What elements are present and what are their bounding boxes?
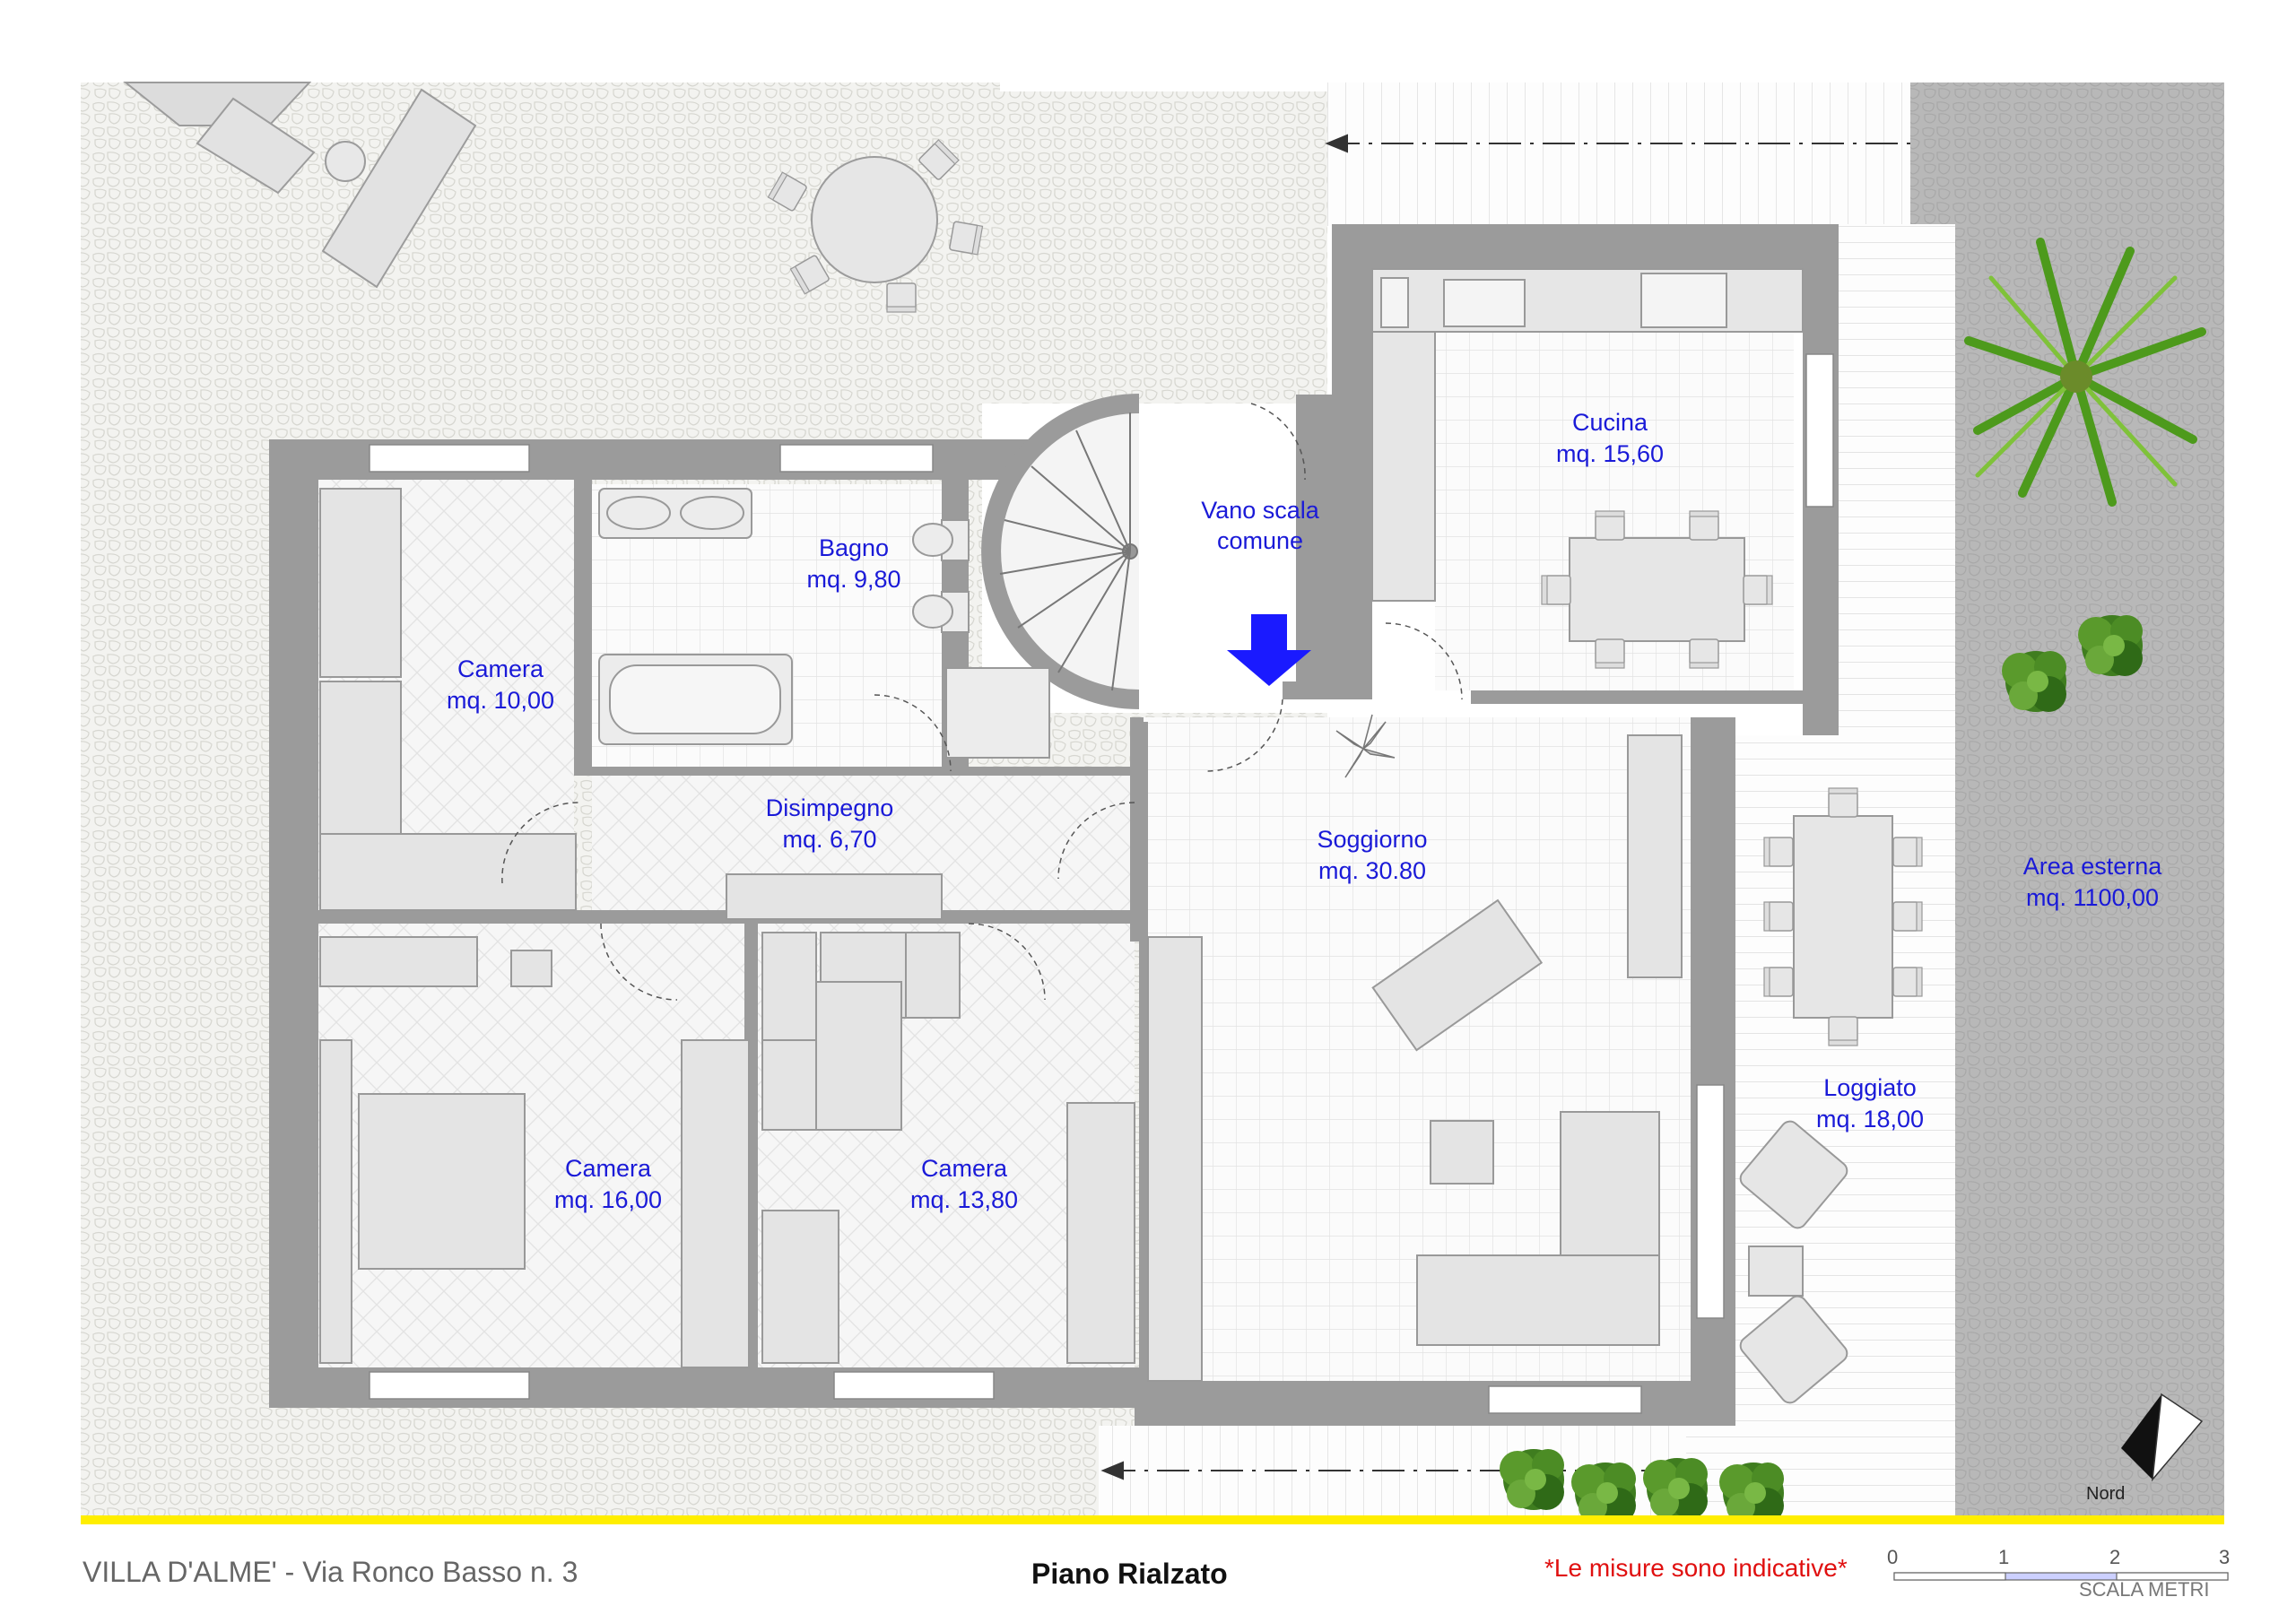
scale-bar [1893,1572,2229,1581]
address-text: VILLA D'ALME' - Via Ronco Basso n. 3 [83,1556,578,1588]
room-name-disimpegno: Disimpegno [766,794,894,821]
room-area-bagno: mq. 9,80 [806,566,900,593]
room-area-camera-2: mq. 16,00 [554,1186,662,1213]
disclaimer-note: *Le misure sono indicative* [1544,1554,1848,1582]
bedroom-furniture [319,488,1135,1368]
north-label: Nord [2086,1484,2125,1504]
scale-tick-2: 2 [2109,1546,2121,1568]
room-name-camera-2: Camera [565,1155,652,1182]
room-area-cucina: mq. 15,60 [1556,440,1664,467]
scale-tick-0: 0 [1887,1546,1899,1568]
bathroom-fixtures [598,488,1050,759]
scale-label: SCALA METRI [2079,1578,2210,1601]
windows [369,353,1834,1414]
room-area-camera-3: mq. 13,80 [910,1186,1018,1213]
room-labels: Cucina mq. 15,60 Bagno mq. 9,80 Vano sca… [447,409,2162,1213]
indoor-plant-icon [1335,714,1396,778]
room-name-soggiorno: Soggiorno [1317,826,1427,853]
top-steps [1327,82,1910,226]
north-arrow-icon: Nord [2086,1393,2204,1504]
floor-level-title: Piano Rialzato [1031,1558,1228,1590]
living-furniture [1147,734,1683,1382]
spiral-staircase [981,394,1140,709]
room-name-vano-scala: Vano scala [1201,497,1320,524]
scale-tick-3: 3 [2219,1546,2231,1568]
kitchen-fixtures [1371,268,1804,642]
room-area-loggiato: mq. 18,00 [1816,1106,1924,1133]
room-area-soggiorno: mq. 30.80 [1318,857,1426,884]
room-name-cucina: Cucina [1572,409,1648,436]
garden-furniture [123,82,938,289]
entrance-arrow-icon [1227,614,1311,686]
outer-area-paving [1910,82,2224,1515]
door-swings [501,403,1463,1001]
room-name-loggiato: Loggiato [1823,1074,1917,1101]
loggia-furniture [1739,787,1923,1404]
room-name-camera-3: Camera [921,1155,1008,1182]
room-area-disimpegno: mq. 6,70 [782,826,876,853]
palm-tree-icon [1964,238,2206,507]
scale-tick-1: 1 [1998,1546,2010,1568]
room-name-camera-1: Camera [457,655,544,682]
room-name-bagno: Bagno [819,534,889,561]
room-area-area-esterna: mq. 1100,00 [2026,884,2159,911]
room-area-vano-scala: comune [1217,527,1303,554]
room-name-area-esterna: Area esterna [2023,853,2163,880]
footer-accent-bar [81,1515,2224,1524]
room-area-camera-1: mq. 10,00 [447,687,554,714]
